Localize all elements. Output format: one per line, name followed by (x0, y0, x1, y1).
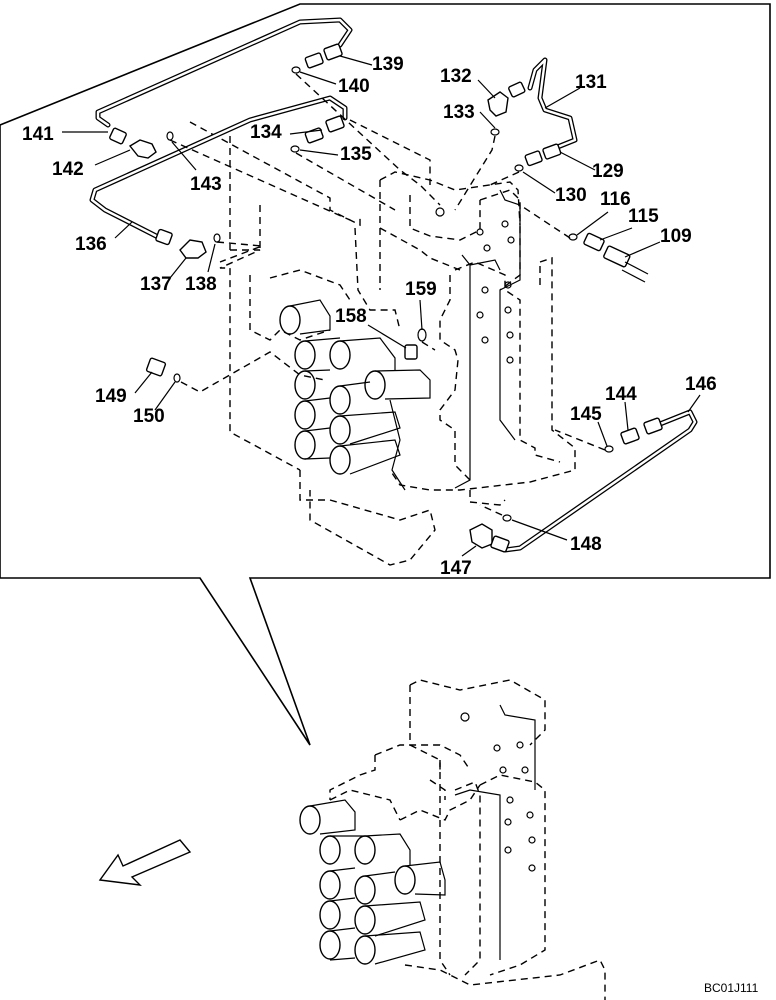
pipe-131 (527, 57, 578, 151)
pipe-141 (95, 17, 353, 128)
callout-141: 141 (22, 124, 54, 145)
callout-148: 148 (570, 534, 602, 555)
callout-158: 158 (335, 306, 367, 327)
pipe-136 (89, 95, 348, 241)
callout-136: 136 (75, 234, 107, 255)
pipe-146 (502, 409, 698, 553)
fittings (109, 43, 663, 553)
callout-130: 130 (555, 185, 587, 206)
callout-150: 150 (133, 406, 165, 427)
callout-134: 134 (250, 122, 282, 143)
control-valve-detail (189, 119, 576, 566)
callout-140: 140 (338, 76, 370, 97)
callout-135: 135 (340, 144, 372, 165)
valve-right-face (435, 189, 521, 489)
callout-129: 129 (592, 161, 624, 182)
overview-spool-caps (299, 799, 446, 965)
callout-132: 132 (440, 66, 472, 87)
detail-frame (0, 3, 771, 746)
callout-147: 147 (440, 558, 472, 579)
callout-133: 133 (443, 102, 475, 123)
callout-145: 145 (570, 404, 602, 425)
callout-142: 142 (52, 159, 84, 180)
callout-116: 116 (600, 189, 631, 210)
control-valve-overview (299, 679, 606, 1000)
callout-144: 144 (605, 384, 637, 405)
callout-159: 159 (405, 279, 437, 300)
overview-right-face (454, 704, 536, 960)
front-direction-arrow-icon (98, 839, 192, 886)
callout-109: 109 (660, 226, 692, 247)
callout-143: 143 (190, 174, 222, 195)
callout-labels: 141 142 143 136 137 138 139 140 134 135 … (22, 54, 759, 995)
spool-caps (279, 299, 431, 491)
callout-149: 149 (95, 386, 127, 407)
callout-137: 137 (140, 274, 172, 295)
leader-lines (62, 55, 701, 557)
callout-115: 115 (628, 206, 659, 227)
callout-138: 138 (185, 274, 217, 295)
callout-131: 131 (575, 72, 607, 93)
drawing-code: BC01J111 (704, 981, 759, 995)
connection-lines (169, 73, 606, 516)
callout-139: 139 (372, 54, 404, 75)
callout-146: 146 (685, 374, 717, 395)
